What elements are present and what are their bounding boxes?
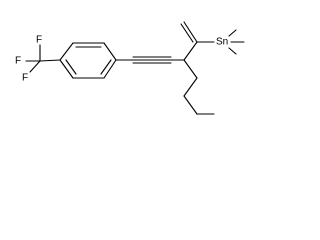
butyl-bond-2 [183,77,198,97]
ring-double-bond-inner-3 [65,59,77,75]
vinyl-double-bond-outer [183,21,198,43]
vinylstannane-fragment: Sn [180,21,245,61]
trifluoromethyl-group: F F F [15,35,61,84]
tin-label-background [215,35,231,47]
atom-fluorine-lower-left: F [22,73,28,84]
chemical-structure-diagram: F F F Sn [15,21,245,115]
tin-methyl-bond-bottom [228,47,237,55]
bond-c-f-lower-left [29,60,41,73]
butyl-bond-1 [183,59,198,79]
alkyne-linker [115,56,185,64]
tin-methyl-bond-top [228,29,237,37]
atom-fluorine-upper-left: F [15,56,21,67]
vinyl-double-bond-inner [180,23,194,43]
benzene-ring [59,42,117,79]
ring-bond-6 [59,59,74,79]
ring-bond-3 [103,42,117,61]
atom-fluorine-top: F [36,35,42,46]
bond-methine-to-vinyl-carbon [183,41,198,61]
butyl-bond-3 [183,95,198,115]
ring-double-bond-inner-2 [100,59,112,75]
ring-bond-4 [103,59,117,79]
butyl-chain [183,59,215,115]
ring-bond-1 [59,42,74,61]
bond-cf3-to-ring [39,59,61,62]
atom-tin: Sn [216,37,228,48]
